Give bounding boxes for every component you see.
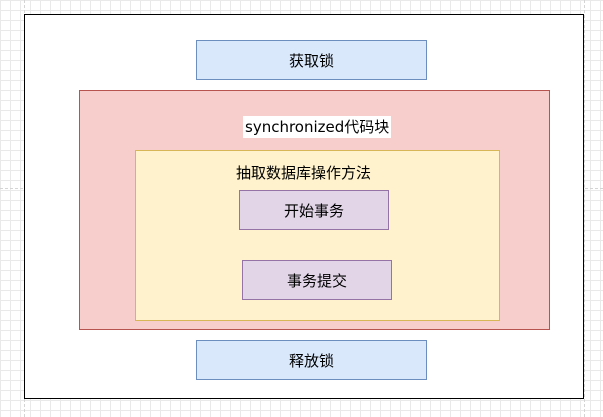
acquire-lock-label: 获取锁: [288, 51, 334, 70]
commit-transaction-box[interactable]: 事务提交: [242, 260, 392, 300]
release-lock-label: 释放锁: [288, 351, 334, 370]
begin-transaction-label: 开始事务: [283, 201, 344, 220]
db-method-label: 抽取数据库操作方法: [236, 164, 372, 182]
commit-transaction-label: 事务提交: [286, 271, 347, 290]
synchronized-block-label: synchronized代码块: [243, 116, 392, 138]
release-lock-box[interactable]: 释放锁: [196, 340, 427, 380]
begin-transaction-box[interactable]: 开始事务: [239, 190, 389, 230]
acquire-lock-box[interactable]: 获取锁: [196, 40, 427, 80]
canvas-guide-line: [584, 0, 585, 417]
